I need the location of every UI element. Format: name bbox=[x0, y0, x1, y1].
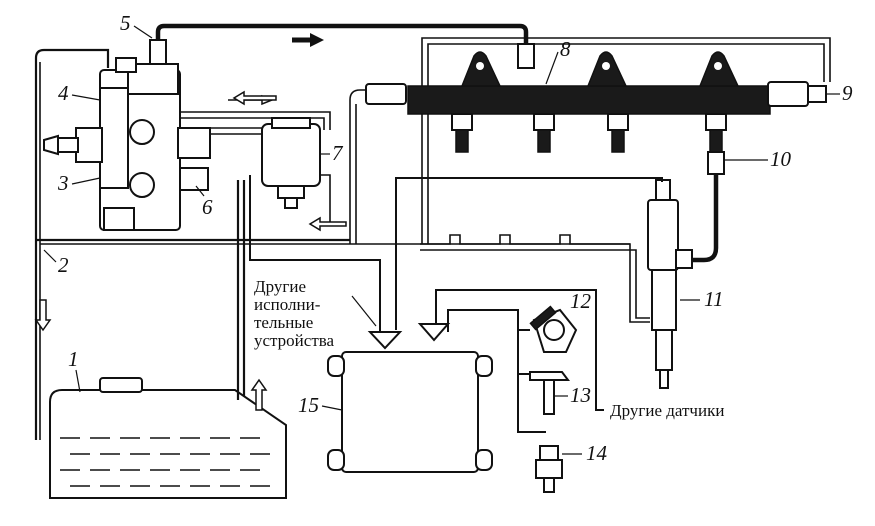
caption-line-1: Другие bbox=[254, 277, 306, 296]
rail-return-inner bbox=[427, 43, 825, 244]
injector bbox=[647, 179, 693, 389]
label-9: 9 bbox=[842, 81, 853, 105]
label-2: 2 bbox=[58, 253, 69, 277]
injector-line bbox=[690, 152, 719, 263]
ecu bbox=[327, 351, 493, 473]
caption-line-4: устройства bbox=[254, 331, 335, 350]
low-pressure-lines bbox=[34, 48, 650, 440]
caption-other-actuators: Другие исполни- тельные устройства bbox=[254, 277, 335, 350]
label-6: 6 bbox=[202, 195, 213, 219]
flow-arrows bbox=[34, 90, 347, 411]
signal-arrows bbox=[367, 323, 451, 350]
high-pressure-pump bbox=[43, 57, 211, 231]
line-nut-10 bbox=[707, 151, 725, 175]
sensor-12 bbox=[529, 305, 578, 353]
caption-other-sensors: Другие датчики bbox=[610, 401, 724, 420]
sensor-13 bbox=[529, 371, 570, 415]
label-4: 4 bbox=[58, 81, 69, 105]
label-10: 10 bbox=[770, 147, 792, 171]
label-3: 3 bbox=[57, 171, 69, 195]
part-numbers: 1 2 3 4 5 6 7 8 9 10 11 12 13 14 15 bbox=[43, 11, 853, 465]
label-5: 5 bbox=[120, 11, 131, 35]
label-8: 8 bbox=[560, 37, 571, 61]
fuel-filter bbox=[261, 117, 321, 209]
fuel-tank bbox=[49, 377, 287, 499]
label-14: 14 bbox=[586, 441, 608, 465]
label-15: 15 bbox=[298, 393, 319, 417]
common-rail bbox=[365, 51, 827, 115]
label-7: 7 bbox=[332, 141, 344, 165]
label-12: 12 bbox=[570, 289, 592, 313]
caption-line-3: тельные bbox=[254, 313, 313, 332]
caption-line-2: исполни- bbox=[254, 295, 321, 314]
rail-return-frame bbox=[421, 37, 831, 244]
electrical-wiring bbox=[249, 175, 663, 433]
rail-outlets bbox=[451, 113, 727, 153]
sensor-14 bbox=[535, 445, 563, 493]
label-11: 11 bbox=[704, 287, 723, 311]
label-13: 13 bbox=[570, 383, 591, 407]
label-1: 1 bbox=[68, 347, 79, 371]
